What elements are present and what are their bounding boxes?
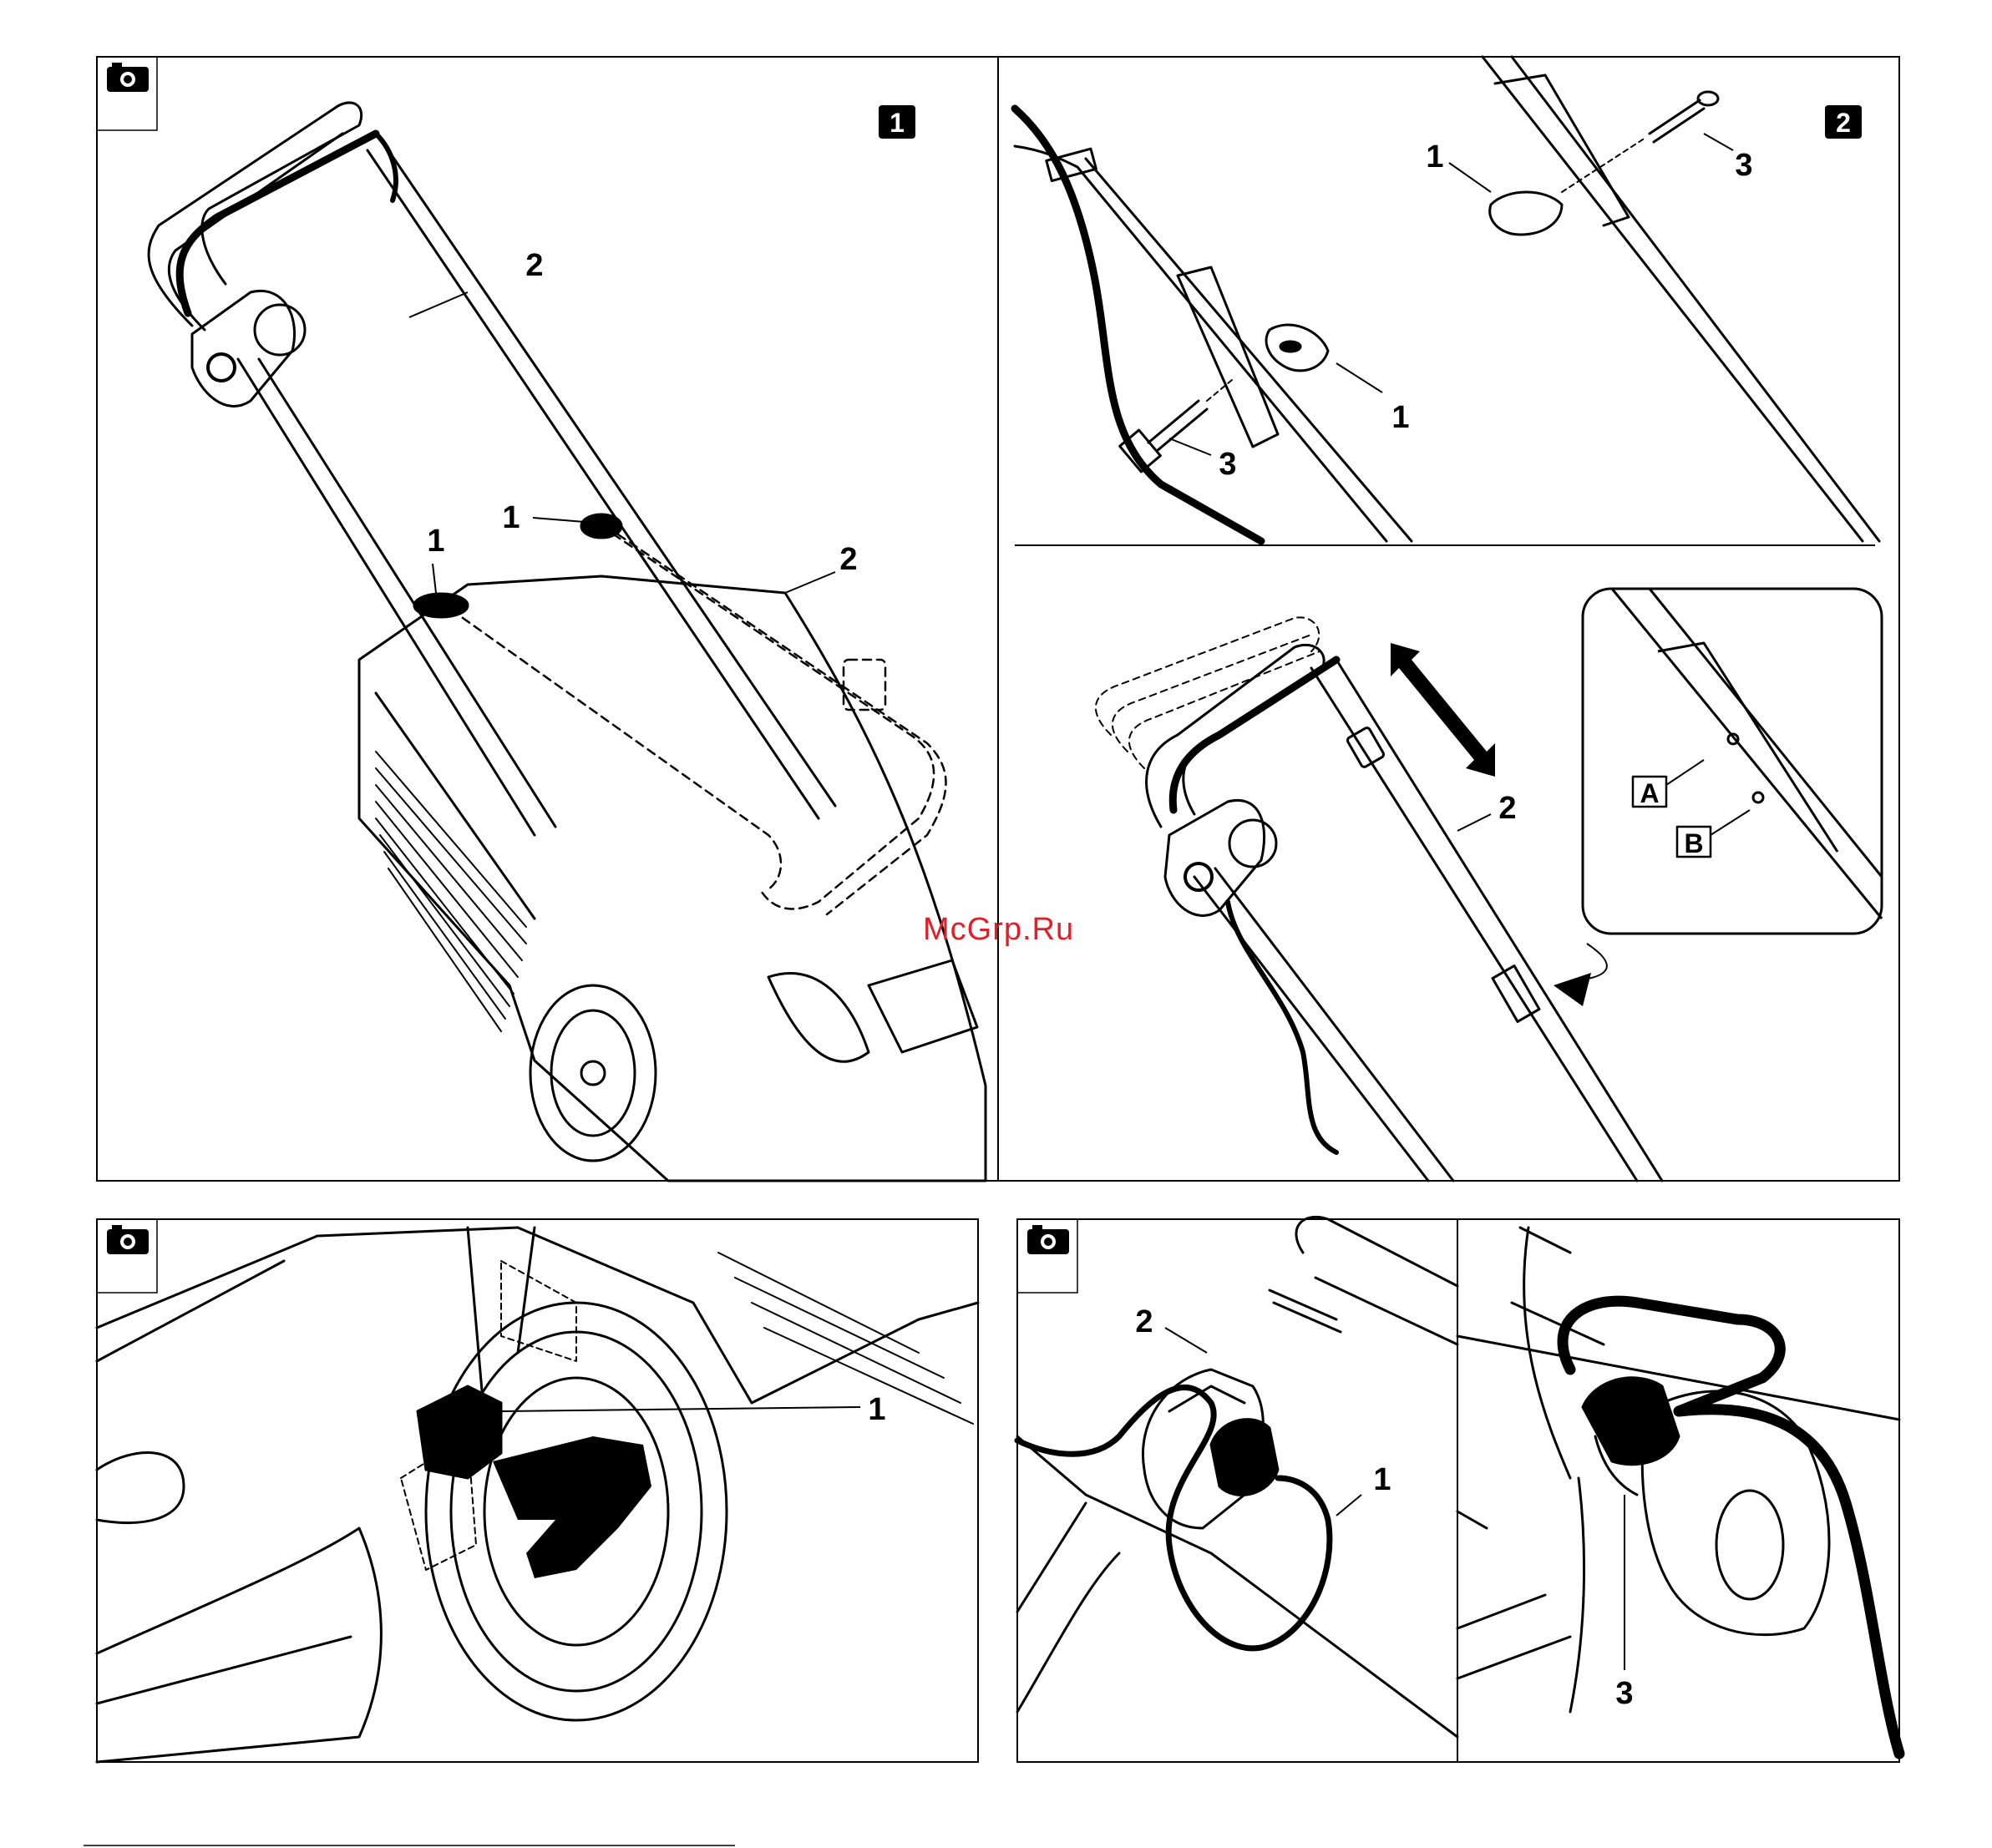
- label-plug: 1: [1373, 1462, 1391, 1497]
- leader-line: [1457, 814, 1491, 831]
- panel-1-callouts: 1 2 1 1 2: [409, 105, 915, 593]
- leader-line: [1449, 163, 1491, 192]
- step-badge-1-text: 1: [890, 108, 905, 138]
- inset-position-b: B: [1684, 828, 1703, 858]
- rotate-arrow-icon: [493, 1436, 651, 1578]
- watermark-text: McGrp.Ru: [923, 912, 1074, 947]
- label-lever: 1: [868, 1392, 885, 1427]
- panel-4-illustration: [97, 1228, 978, 1762]
- label-knob-right: 1: [1426, 139, 1443, 175]
- camera-icon: [107, 1225, 149, 1254]
- leader-line: [1336, 1495, 1361, 1516]
- label-bolt-right: 3: [1735, 148, 1752, 183]
- leader-line: [1336, 363, 1382, 392]
- label-knob-left: 1: [1391, 400, 1409, 435]
- camera-icon: [107, 63, 149, 92]
- leader-line: [533, 518, 585, 522]
- panel-3-illustration: [1096, 617, 1662, 1181]
- leader-line: [1165, 1328, 1207, 1353]
- label-handle-folded: 2: [839, 542, 857, 577]
- label-strain-relief: 3: [1615, 1676, 1633, 1711]
- label-knob-upper: 1: [502, 500, 520, 535]
- panel-2-illustration: [1015, 57, 1879, 541]
- panel-4-callouts: 1: [501, 1392, 886, 1427]
- leader-line: [1169, 438, 1211, 455]
- camera-tab-3: [1017, 1219, 1077, 1293]
- triangle-pointer-icon: [1554, 973, 1591, 1006]
- panel-1-illustration: [149, 103, 986, 1181]
- panel-6-illustration: [1457, 1228, 1899, 1754]
- double-arrow-icon: [1391, 643, 1495, 777]
- inset-position-a: A: [1640, 778, 1659, 808]
- label-handle: 2: [1498, 791, 1516, 826]
- step-badge-2-text: 2: [1836, 108, 1851, 138]
- camera-tab-1: [97, 57, 157, 130]
- leader-line: [785, 572, 835, 593]
- leader-line: [409, 292, 468, 317]
- label-switch: 2: [1135, 1304, 1153, 1339]
- leader-line: [1704, 134, 1733, 150]
- panel-5-illustration: [1017, 1217, 1457, 1737]
- label-knob-lower: 1: [427, 524, 444, 559]
- camera-tab-2: [97, 1219, 157, 1293]
- leader-line: [433, 564, 436, 593]
- panel-6-callouts: 3: [1615, 1495, 1633, 1711]
- camera-icon: [1027, 1225, 1069, 1254]
- label-handle-upper: 2: [525, 248, 543, 283]
- label-bolt-left: 3: [1219, 447, 1236, 482]
- panel-3-inset: [1554, 589, 1882, 1006]
- panel-frames: [84, 57, 1899, 1845]
